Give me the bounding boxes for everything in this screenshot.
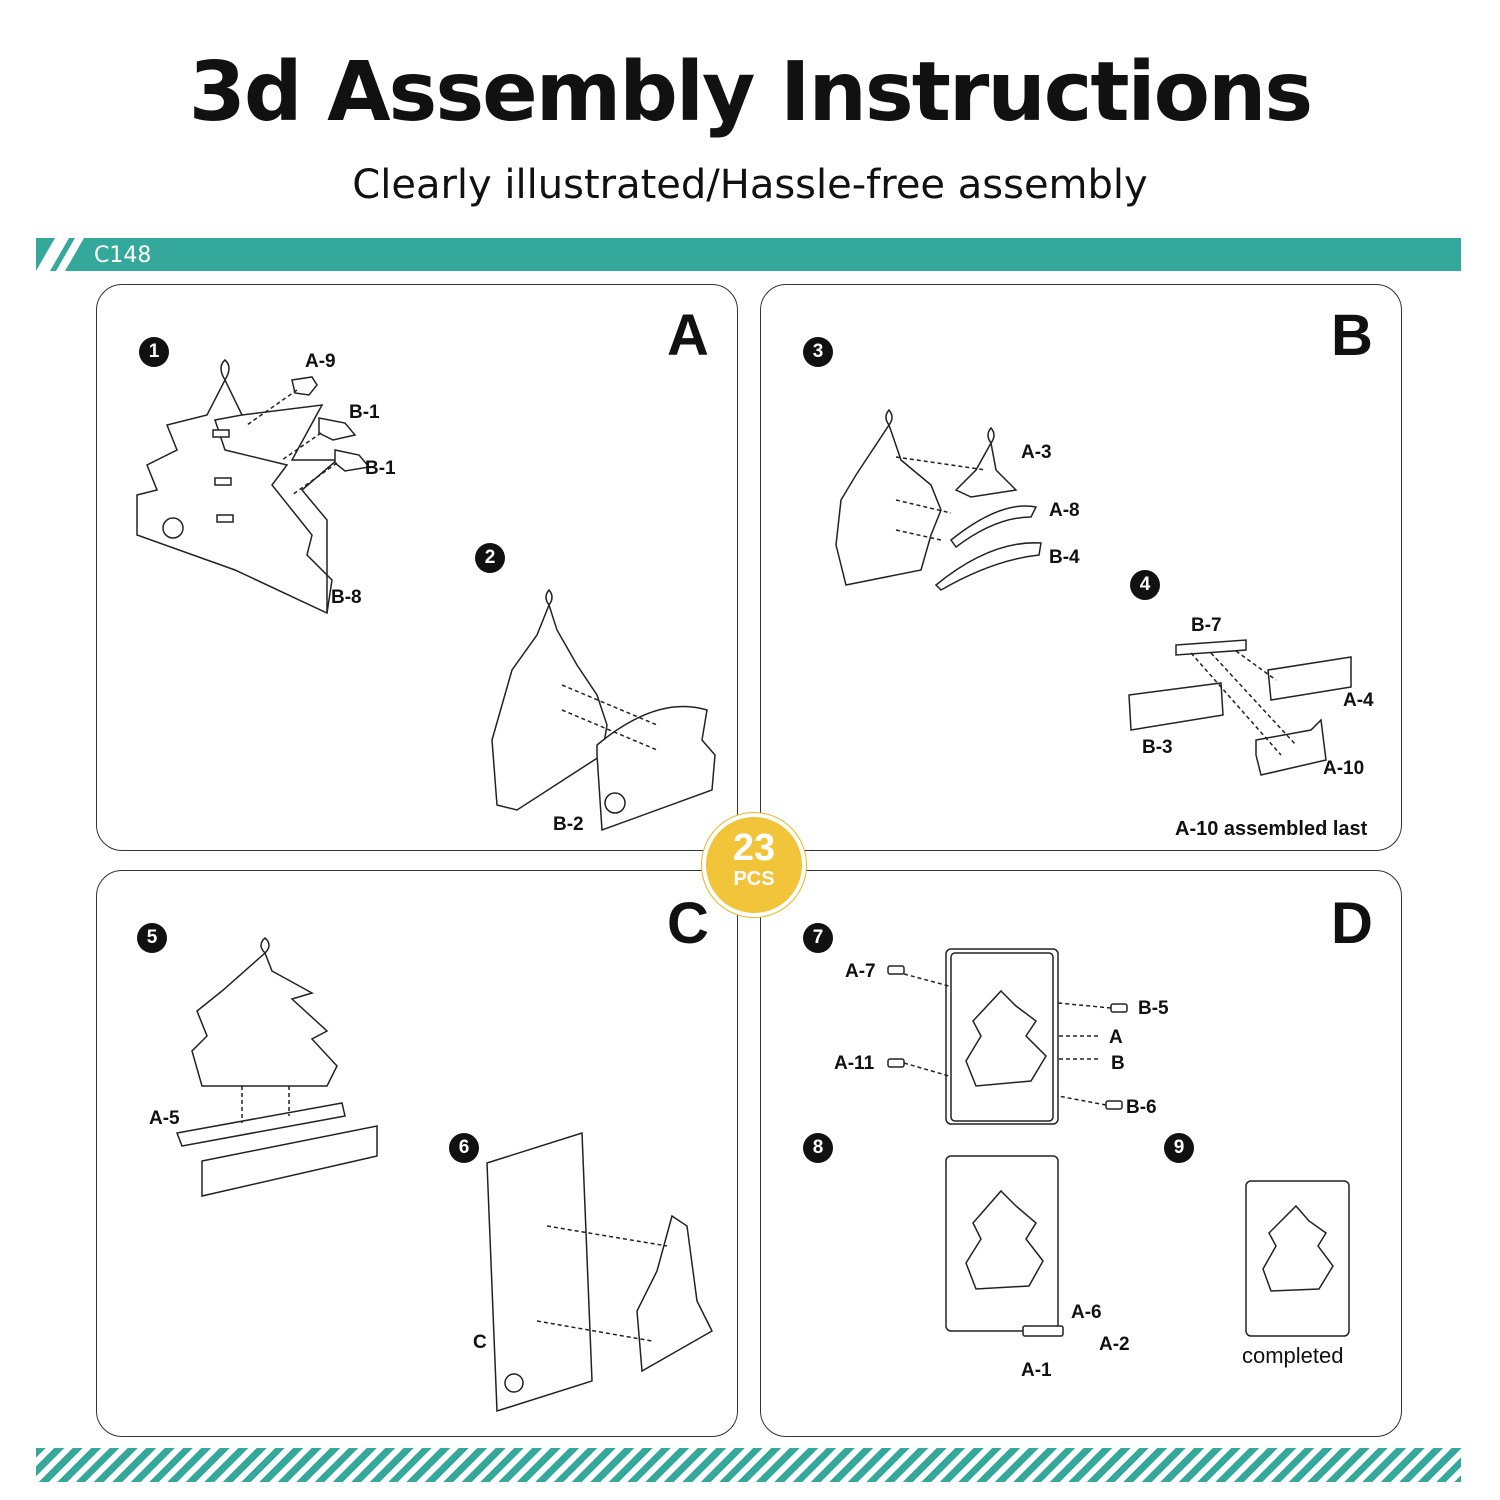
panel-a: A 1 2 A-9 B-1 B-1 B-8 B-2	[96, 284, 738, 851]
part-label: B-6	[1126, 1097, 1157, 1118]
part-label: A	[1109, 1027, 1123, 1048]
part-label: A-3	[1021, 442, 1052, 463]
section-letter: B	[1331, 303, 1373, 368]
step-badge: 3	[803, 337, 833, 367]
page-subtitle: Clearly illustrated/Hassle-free assembly	[352, 162, 1148, 208]
part-label: B-7	[1191, 615, 1222, 636]
piece-b1-top	[318, 417, 357, 441]
section-letter: D	[1331, 891, 1373, 956]
page-title: 3d Assembly Instructions	[188, 45, 1313, 140]
piece-a4	[1267, 656, 1352, 701]
peg-a11	[887, 1058, 905, 1068]
tower-panel-left	[835, 408, 942, 586]
part-label: B-5	[1138, 998, 1169, 1019]
step-badge: 6	[449, 1133, 479, 1163]
section-letter: C	[667, 891, 709, 956]
part-label: A-8	[1049, 500, 1080, 521]
wall-piece	[201, 1125, 378, 1197]
panel-b: B 3 4 A-3 A-8 B-4 B-7 A-4 B-3 A-10 A-10 …	[760, 284, 1402, 851]
step-badge: 4	[1130, 570, 1160, 600]
part-label: B	[1111, 1053, 1125, 1074]
base-piece-a5	[175, 1102, 346, 1147]
part-label: A-1	[1021, 1360, 1052, 1381]
piece-count-badge: 23 PCS	[702, 813, 806, 917]
part-label: A-6	[1071, 1302, 1102, 1323]
part-label: A-9	[305, 351, 336, 372]
piece-a9	[291, 376, 318, 396]
step-c-illustration	[175, 937, 713, 1413]
step-badge: 8	[803, 1133, 833, 1163]
part-label: A-7	[845, 961, 876, 982]
section-letter: A	[667, 303, 709, 368]
temple-cutout	[965, 989, 1047, 1087]
step-badge: 7	[803, 923, 833, 953]
part-label: B-4	[1049, 547, 1080, 568]
tower-panel-b8	[136, 359, 333, 615]
roof-piece-a8	[949, 505, 1038, 549]
part-label: B-2	[553, 814, 584, 835]
bottom-stripe-band	[36, 1448, 1461, 1482]
piece-b3	[1128, 682, 1224, 731]
part-label: A-4	[1343, 690, 1374, 711]
part-label: B-3	[1142, 737, 1173, 758]
temple-body	[191, 937, 338, 1087]
part-label: C	[473, 1332, 487, 1353]
gear-icon	[604, 792, 626, 814]
step-badge: 9	[1164, 1133, 1194, 1163]
step-d-illustration	[887, 948, 1350, 1337]
part-label: B-8	[331, 587, 362, 608]
step-badge: 1	[139, 337, 169, 367]
part-label: A-10	[1323, 758, 1365, 779]
temple-cutout	[965, 1189, 1044, 1290]
piece-a10	[1255, 718, 1327, 776]
slash-stripes-icon	[36, 238, 84, 271]
gear-icon	[162, 517, 184, 539]
piece-b1-bottom	[334, 449, 371, 472]
roof-piece-a3	[954, 426, 1018, 498]
piece-unit: PCS	[733, 868, 775, 890]
backboard-c	[486, 1131, 593, 1413]
completed-label: completed	[1242, 1343, 1344, 1368]
piece-b7	[1175, 639, 1247, 656]
peg-a7	[887, 965, 905, 975]
part-label: B-1	[365, 458, 396, 479]
step-b-illustration	[835, 408, 1352, 776]
peg-b5	[1110, 1003, 1128, 1013]
part-label: B-1	[349, 402, 380, 423]
assembly-note: A-10 assembled last	[1175, 818, 1368, 840]
roof-piece-b4	[934, 542, 1042, 591]
gear-icon	[504, 1373, 524, 1393]
step-a-illustration	[136, 359, 716, 832]
part-label: A-5	[149, 1108, 180, 1129]
product-code-band: C148	[36, 238, 1461, 271]
temple-cutout	[1262, 1204, 1334, 1292]
part-label: A-11	[834, 1053, 875, 1074]
temple-side	[636, 1214, 713, 1373]
step-badge: 2	[475, 543, 505, 573]
peg-b6	[1105, 1100, 1123, 1110]
step-badge: 5	[137, 923, 167, 953]
panel-d: D 7 8 9 A-7 B-5 A B A-11 B-6 A-6 A-2 A-1…	[760, 870, 1402, 1437]
piece-count: 23	[732, 827, 776, 869]
product-code: C148	[94, 243, 152, 268]
tower-panel-assembled	[491, 588, 608, 811]
panel-c: C 5 6 A-5 C	[96, 870, 738, 1437]
part-label: A-2	[1099, 1334, 1130, 1355]
peg-a6	[1022, 1325, 1064, 1337]
